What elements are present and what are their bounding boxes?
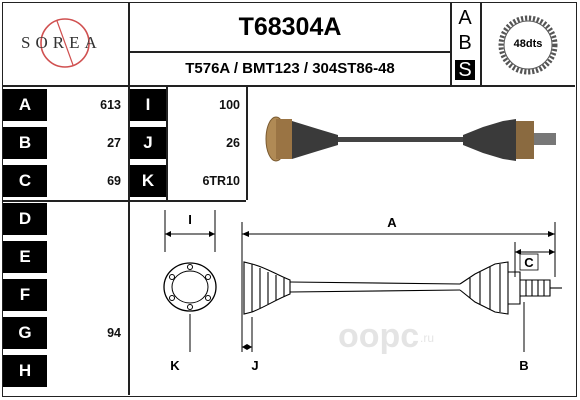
value-i: 100 bbox=[219, 98, 240, 112]
brand-logo: SOREA bbox=[3, 3, 128, 85]
flange-outline bbox=[163, 262, 217, 312]
abs-letter-a: A bbox=[458, 7, 472, 29]
value-c: 69 bbox=[107, 174, 121, 188]
label-f: F bbox=[3, 279, 47, 311]
value-b: 27 bbox=[107, 136, 121, 150]
diagram-label-j: J bbox=[251, 358, 258, 373]
logo-circle-icon bbox=[40, 18, 90, 68]
cross-references: T576A / BMT123 / 304ST86-48 bbox=[185, 60, 395, 77]
abs-ring: 48dts bbox=[481, 3, 575, 85]
diagram-label-c: C bbox=[524, 255, 534, 270]
label-k: K bbox=[130, 165, 166, 197]
header-bottom-line bbox=[3, 85, 575, 87]
label-a: A bbox=[3, 89, 47, 121]
value-g: 94 bbox=[107, 326, 121, 340]
left-spec-column: A 613 B 27 C 69 D E F G 94 H bbox=[3, 85, 128, 395]
dimension-diagram: I K A C bbox=[163, 210, 562, 373]
diagram-label-b: B bbox=[519, 358, 528, 373]
label-b: B bbox=[3, 127, 47, 159]
dim-j-arrows bbox=[242, 344, 252, 350]
abs-letter-b: B bbox=[458, 32, 472, 54]
diagram-label-a: A bbox=[387, 215, 397, 230]
flange-bolt-holes bbox=[169, 264, 211, 310]
table-divider bbox=[3, 200, 246, 202]
dim-c-box bbox=[519, 253, 539, 271]
value-k: 6TR10 bbox=[202, 174, 240, 188]
label-g: G bbox=[3, 317, 47, 349]
watermark-suffix: .ru bbox=[420, 331, 434, 345]
label-i: I bbox=[130, 89, 166, 121]
shaft-drawing bbox=[243, 261, 562, 315]
specs-diagram-divider bbox=[246, 85, 248, 200]
column-divider bbox=[128, 85, 130, 395]
part-number: T68304A bbox=[238, 13, 342, 41]
value-a: 613 bbox=[100, 98, 121, 112]
label-j: J bbox=[130, 127, 166, 159]
value-j: 26 bbox=[226, 136, 240, 150]
abs-gear-icon bbox=[498, 15, 558, 75]
label-c: C bbox=[3, 165, 47, 197]
flange-inner bbox=[171, 270, 209, 304]
diagram-label-i: I bbox=[188, 212, 192, 227]
abs-letter-s: S bbox=[455, 60, 475, 80]
watermark: oopc .ru bbox=[338, 317, 434, 355]
middle-spec-column: I 100 J 26 K 6TR10 bbox=[130, 85, 246, 200]
header-divider bbox=[128, 51, 450, 53]
driveshaft-photo bbox=[265, 116, 556, 162]
dim-i-arrows bbox=[165, 231, 215, 237]
logo-text: SOREA bbox=[21, 33, 102, 52]
watermark-text: oopc bbox=[338, 317, 419, 355]
label-h: H bbox=[3, 355, 47, 387]
diagram-label-k: K bbox=[170, 358, 180, 373]
spec-sheet: SOREA T68304A T576A / BMT123 / 304ST86-4… bbox=[2, 2, 577, 397]
label-e: E bbox=[3, 241, 47, 273]
middle-label-divider bbox=[166, 85, 168, 200]
logo-divider bbox=[128, 3, 130, 85]
label-d: D bbox=[3, 203, 47, 235]
abs-teeth-count: 48dts bbox=[513, 38, 543, 50]
abs-divider-right bbox=[480, 3, 482, 85]
abs-divider-left bbox=[450, 3, 452, 85]
